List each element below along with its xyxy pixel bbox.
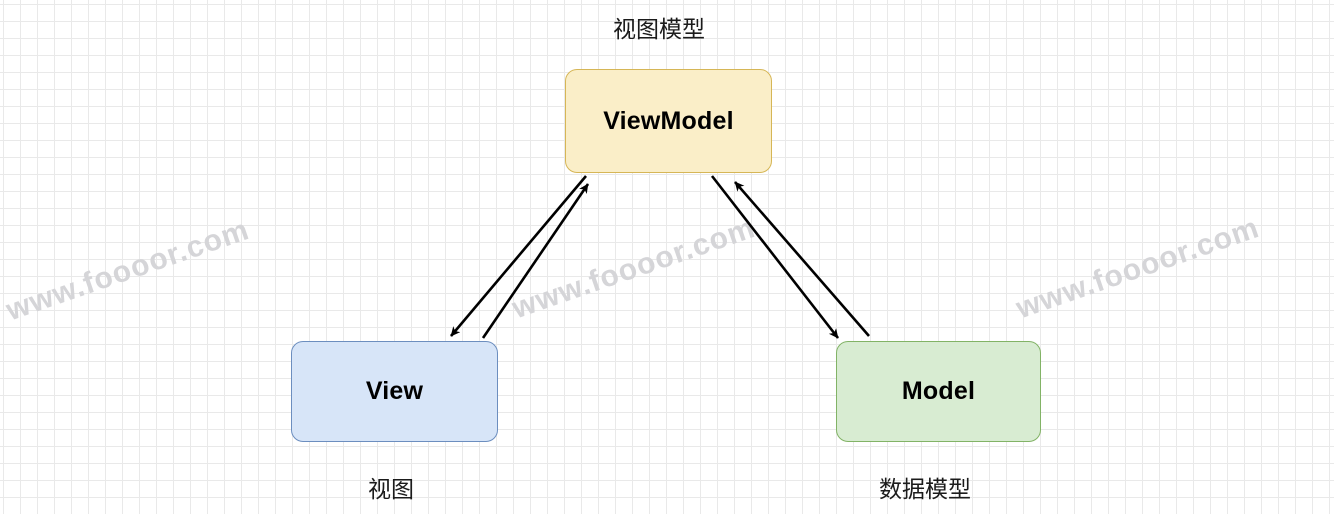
node-view-caption: 视图 <box>368 476 414 502</box>
diagram-title: 视图模型 <box>613 16 705 42</box>
node-model-caption: 数据模型 <box>879 476 971 502</box>
node-view-label: View <box>365 377 424 405</box>
edge-viewmodel-to-view <box>450 175 587 337</box>
node-model[interactable]: Model <box>836 341 1041 442</box>
node-view[interactable]: View <box>291 341 498 442</box>
node-viewmodel-label: ViewModel <box>603 106 734 135</box>
edge-view-to-viewmodel <box>481 183 590 339</box>
edge-viewmodel-to-model <box>710 175 840 339</box>
node-viewmodel[interactable]: ViewModel <box>565 69 772 173</box>
node-model-label: Model <box>901 377 976 405</box>
edge-model-to-viewmodel <box>734 181 870 337</box>
